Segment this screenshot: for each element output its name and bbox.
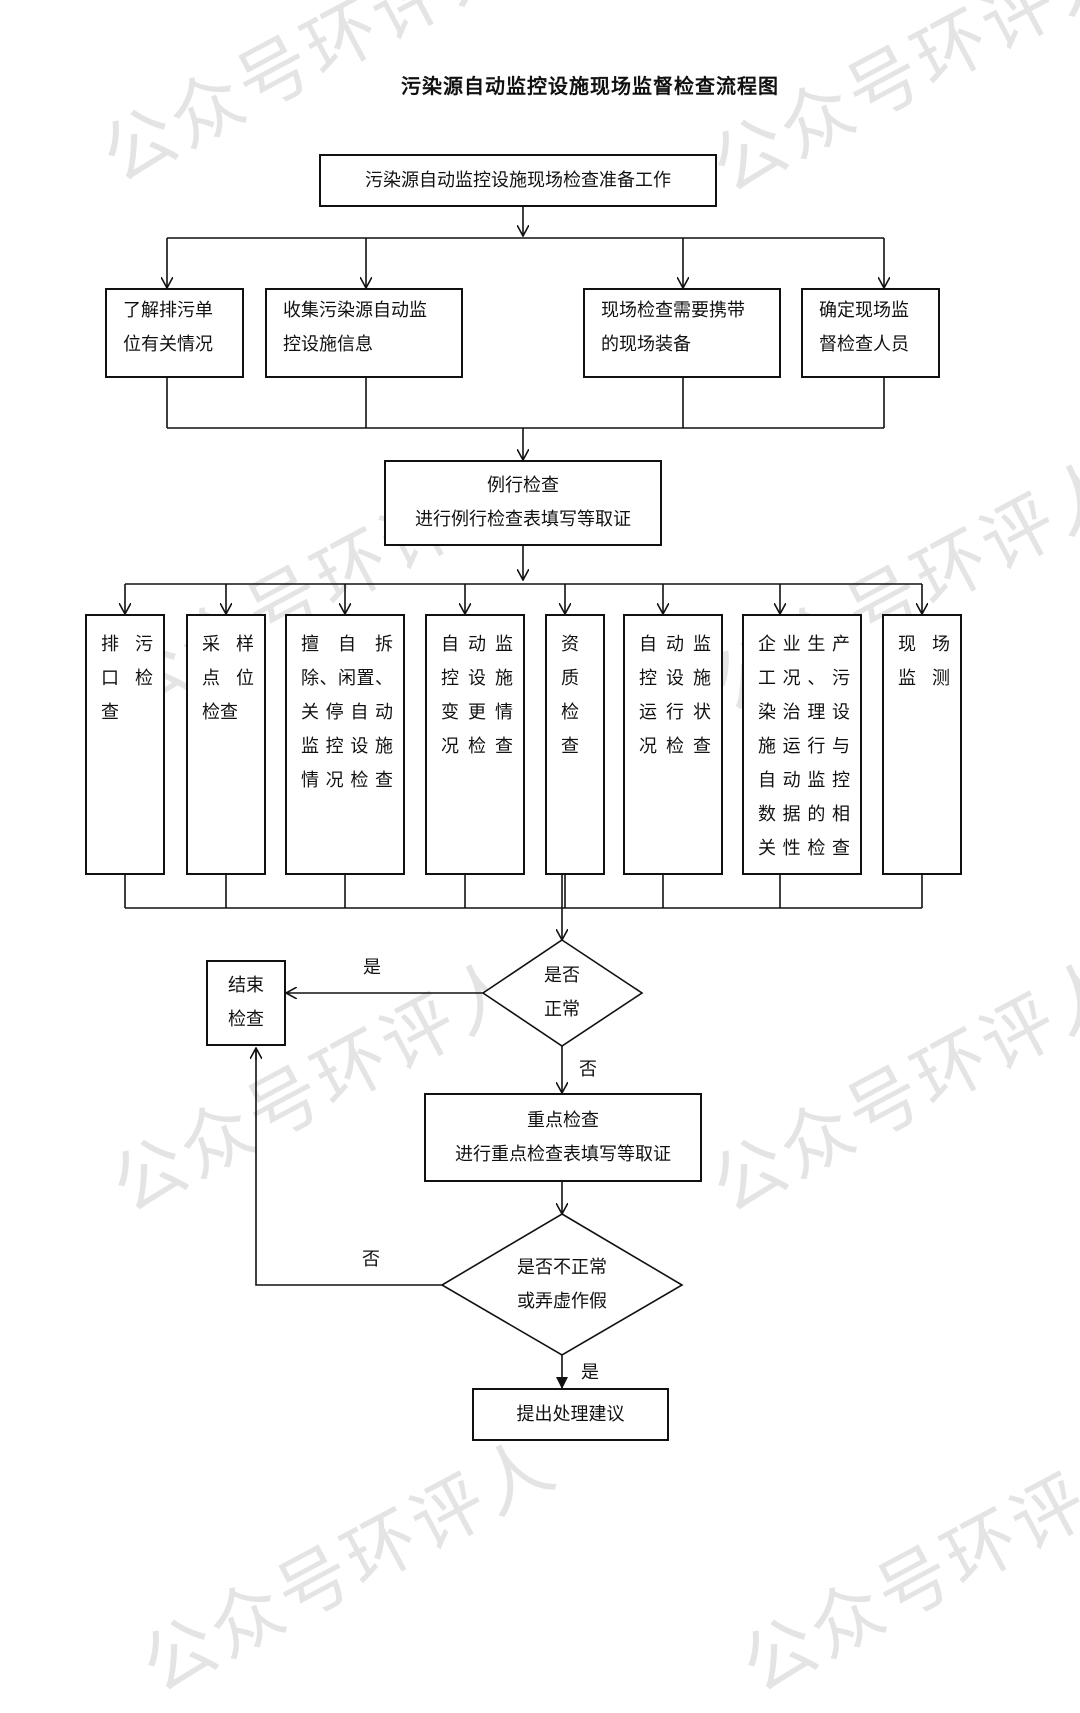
check-line: 工况、污 (758, 668, 850, 689)
check-line: 监测 (898, 668, 950, 689)
check-line: 资 (561, 634, 579, 655)
check-line: 查 (561, 736, 579, 757)
check-line: 口 检 (101, 668, 153, 689)
check-line: 自动监控 (758, 770, 850, 791)
decision-diamond-abnormal (440, 1213, 684, 1356)
end-check-box: 结束 检查 (206, 960, 286, 1046)
check-unauthorized-removal: 擅 自 拆 除、闲置、 关停自动 监控设施 情况检查 (285, 614, 405, 875)
check-line: 点 位 (202, 668, 254, 689)
page-title: 污染源自动监控设施现场监督检查流程图 (401, 74, 779, 98)
check-line: 擅 自 拆 (301, 634, 393, 655)
prep-item-line: 督检查人员 (819, 334, 909, 355)
check-line: 除、闲置、 (301, 668, 393, 689)
check-line: 控设施 (639, 668, 711, 689)
prep-item-line: 位有关情况 (123, 334, 213, 355)
check-line: 自动监 (639, 634, 711, 655)
prep-item-personnel: 确定现场监 督检查人员 (801, 288, 940, 378)
check-outfall: 排 污 口 检 查 (85, 614, 165, 875)
prep-item-line: 收集污染源自动监 (283, 300, 427, 321)
prep-item-equipment: 现场检查需要携带 的现场装备 (583, 288, 781, 378)
check-line: 况检查 (441, 736, 513, 757)
label-yes-end: 是 (363, 957, 381, 978)
prep-item-line: 的现场装备 (601, 334, 691, 355)
check-line: 关性检查 (758, 838, 850, 859)
check-line: 查 (101, 702, 119, 723)
check-facility-change: 自动监 控设施 变更情 况检查 (425, 614, 525, 875)
decision-normal-text: 是否 正常 (502, 959, 622, 1027)
check-line: 质 (561, 668, 579, 689)
check-line: 采 样 (202, 634, 254, 655)
check-line: 排 污 (101, 634, 153, 655)
routine-check-box: 例行检查 进行例行检查表填写等取证 (384, 460, 662, 546)
key-check-box: 重点检查 进行重点检查表填写等取证 (424, 1093, 702, 1182)
end-check-line: 结束 (228, 975, 264, 996)
check-facility-operation: 自动监 控设施 运行状 况检查 (623, 614, 723, 875)
key-check-title: 重点检查 (527, 1109, 599, 1131)
check-line: 数据的相 (758, 804, 850, 825)
decision-line: 是否不正常 (517, 1257, 607, 1278)
check-line: 检查 (202, 702, 238, 723)
end-check-line: 检查 (228, 1009, 264, 1030)
label-no-key: 否 (579, 1059, 597, 1080)
prep-item-line: 控设施信息 (283, 334, 373, 355)
check-qualification: 资 质 检 查 (545, 614, 605, 875)
prep-item-line: 了解排污单 (123, 300, 213, 321)
check-line: 企业生产 (758, 634, 850, 655)
routine-check-desc: 进行例行检查表填写等取证 (415, 509, 631, 530)
check-line: 情况检查 (301, 770, 393, 791)
routine-check-title: 例行检查 (487, 475, 559, 496)
check-line: 染治理设 (758, 702, 850, 723)
check-production-correlation: 企业生产 工况、污 染治理设 施运行与 自动监控 数据的相 关性检查 (742, 614, 862, 875)
check-onsite-monitoring: 现 场 监测 (882, 614, 962, 875)
prep-item-facility-info: 收集污染源自动监 控设施信息 (265, 288, 463, 378)
decision-diamond-normal (481, 939, 644, 1047)
check-line: 况检查 (639, 736, 711, 757)
check-line: 控设施 (441, 668, 513, 689)
check-line: 自动监 (441, 634, 513, 655)
final-suggestion-box: 提出处理建议 (472, 1388, 669, 1441)
prep-item-line: 确定现场监 (819, 300, 909, 321)
check-line: 现 场 (898, 634, 950, 655)
label-no-end: 否 (362, 1249, 380, 1270)
flow-connectors (0, 207, 1080, 1389)
check-line: 施运行与 (758, 736, 850, 757)
decision-line: 是否 (544, 965, 580, 986)
key-check-desc: 进行重点检查表填写等取证 (455, 1143, 671, 1165)
check-line: 运行状 (639, 702, 711, 723)
decision-line: 正常 (544, 999, 580, 1020)
check-line: 关停自动 (301, 702, 393, 723)
decision-line: 或弄虚作假 (517, 1291, 607, 1312)
prep-item-line: 现场检查需要携带 (601, 300, 745, 321)
check-sampling-point: 采 样 点 位 检查 (186, 614, 266, 875)
check-line: 变更情 (441, 702, 513, 723)
prep-box: 污染源自动监控设施现场检查准备工作 (319, 154, 717, 207)
label-yes-final: 是 (581, 1362, 599, 1383)
prep-item-unit-info: 了解排污单 位有关情况 (105, 288, 244, 378)
check-line: 监控设施 (301, 736, 393, 757)
decision-abnormal-text: 是否不正常 或弄虚作假 (487, 1251, 637, 1319)
check-line: 检 (561, 702, 579, 723)
